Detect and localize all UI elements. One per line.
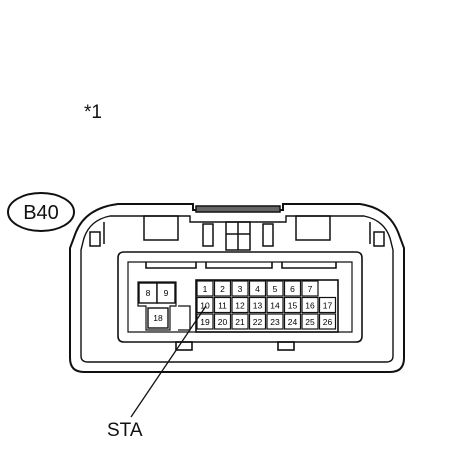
pin-label: 18 bbox=[153, 313, 163, 323]
pin-label: 7 bbox=[308, 284, 313, 294]
pin-label: 24 bbox=[288, 317, 298, 327]
pin-cell bbox=[196, 296, 214, 314]
signal-leader-line bbox=[130, 305, 207, 418]
lock-detail bbox=[89, 205, 385, 251]
pin-cell bbox=[248, 296, 267, 314]
pin-cell bbox=[248, 280, 267, 297]
pin-cell bbox=[318, 296, 337, 314]
pin-cell bbox=[283, 313, 302, 330]
pin-label: 3 bbox=[238, 284, 243, 294]
pin-cell bbox=[213, 313, 232, 330]
pin-cell bbox=[213, 280, 232, 297]
pin-label: 2 bbox=[220, 284, 225, 294]
pin-label: 26 bbox=[323, 317, 333, 327]
pin-cell bbox=[213, 296, 232, 314]
pin-label: 21 bbox=[235, 317, 245, 327]
pin-cell bbox=[266, 296, 284, 314]
signal-label: STA bbox=[107, 420, 143, 441]
pin-label: 12 bbox=[235, 301, 245, 311]
pin-cell bbox=[301, 296, 319, 314]
pin-cell bbox=[231, 296, 249, 314]
pin-label: 11 bbox=[218, 301, 227, 311]
pin-label: 16 bbox=[305, 301, 315, 311]
pin-cell bbox=[231, 313, 249, 330]
pin-label: 20 bbox=[218, 317, 228, 327]
pin-cell bbox=[283, 280, 302, 297]
left-pin-block: 8 9 18 bbox=[137, 281, 177, 331]
connector-housing bbox=[69, 203, 405, 373]
pin-label: 17 bbox=[323, 301, 333, 311]
pin-cell bbox=[196, 313, 214, 330]
main-block-frame bbox=[195, 279, 339, 333]
pin-label: 8 bbox=[146, 288, 151, 298]
cavity-frame bbox=[117, 251, 363, 351]
pin-label-sta: 10 bbox=[200, 301, 210, 311]
pin-cell bbox=[231, 280, 249, 297]
pin-cell bbox=[301, 280, 319, 297]
keying-notch bbox=[178, 305, 191, 331]
pin-label: 5 bbox=[273, 284, 278, 294]
pin-cell bbox=[266, 313, 284, 330]
pin-cell bbox=[196, 280, 214, 297]
pin-label: 13 bbox=[253, 301, 263, 311]
pin-label: 9 bbox=[164, 288, 169, 298]
pin-cell bbox=[266, 280, 284, 297]
pin-cell bbox=[147, 307, 169, 329]
pin-cell bbox=[318, 313, 337, 330]
pin-label: 15 bbox=[288, 301, 298, 311]
pin-label: 19 bbox=[200, 317, 210, 327]
pin-cell bbox=[283, 296, 302, 314]
note-marker: *1 bbox=[84, 102, 102, 123]
pin-label: 14 bbox=[270, 301, 280, 311]
pin-label: 25 bbox=[305, 317, 315, 327]
pin-cell bbox=[156, 282, 176, 304]
pin-label: 23 bbox=[270, 317, 280, 327]
pin-cell bbox=[301, 313, 319, 330]
pin-label: 22 bbox=[253, 317, 263, 327]
pin-label: 1 bbox=[203, 284, 208, 294]
pin-label: 4 bbox=[255, 284, 260, 294]
connector-id-label: B40 bbox=[23, 202, 59, 224]
connector-id-ellipse bbox=[7, 192, 75, 232]
pin-cell bbox=[248, 313, 267, 330]
pin-label: 6 bbox=[290, 284, 295, 294]
